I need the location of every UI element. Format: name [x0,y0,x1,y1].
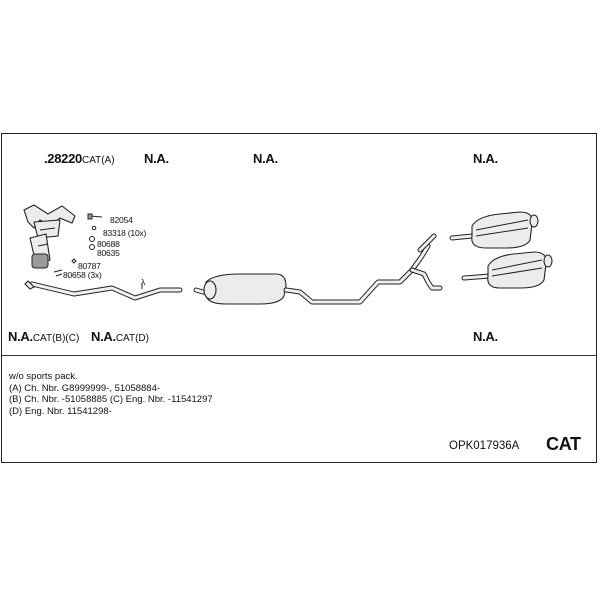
tailpipe-upper-icon [529,214,539,228]
na-cat-d-suffix: CAT(D) [115,333,149,344]
divider-line [2,355,597,356]
gasket-icon [89,244,95,250]
part-label-80787: 80787 [78,261,101,271]
na-cat-bc-bold: N.A. [8,329,33,344]
part-label-80635: 80635 [97,248,120,258]
exhaust-system-drawing [23,204,553,305]
na-label-2: N.A. [253,151,278,166]
note-line-1: w/o sports pack. [9,371,78,382]
part-number: .28220 [44,151,82,166]
part-number-label: .28220CAT(A) [44,151,115,167]
part-label-80688: 80688 [97,239,120,249]
diagram-frame [1,133,597,463]
kit-code: OPK017936A [449,440,520,452]
na-label-3: N.A. [473,151,498,166]
na-cat-bc-suffix: CAT(B)(C) [32,333,80,344]
part-label-83318: 83318 (10x) [103,228,147,238]
note-line-3: (B) Ch. Nbr. -51058885 (C) Eng. Nbr. -11… [9,394,213,405]
part-label-82054: 82054 [110,215,133,225]
note-line-2: (A) Ch. Nbr. G8999999-, 51058884- [9,383,161,394]
note-line-4: (D) Eng. Nbr. 11541298- [9,406,112,417]
clamp-icon [71,258,77,264]
front-flange-icon [24,280,35,290]
middle-silencer [205,273,287,305]
na-cat-d-label: N.A.CAT(D) [91,329,149,345]
bolt-icon [87,213,103,220]
lambda-sensor-label: λ [141,277,146,287]
spring-icon [53,269,63,277]
na-cat-d-bold: N.A. [91,329,116,344]
tailpipe-lower-icon [543,254,553,268]
na-label-1: N.A. [144,151,169,166]
kit-type: CAT [546,434,581,454]
na-cat-bc-label: N.A.CAT(B)(C) [8,329,80,345]
part-label-80658: 80658 (3x) [63,270,102,280]
na-label-lower-right: N.A. [473,329,498,344]
nut-icon [91,225,97,231]
part-suffix: CAT(A) [81,155,115,166]
exhaust-manifold-icon [23,204,76,269]
rear-silencer-lower [487,251,547,289]
rear-silencer-upper [471,211,533,249]
washer-icon [89,236,95,242]
